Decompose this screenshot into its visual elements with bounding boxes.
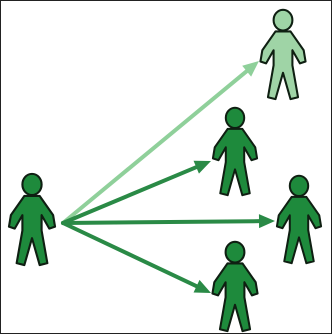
nodes	[7, 8, 323, 333]
edges	[61, 61, 275, 293]
person-icon-target-right	[275, 174, 323, 265]
arrowhead	[193, 160, 211, 174]
person-icon-target-top	[259, 8, 307, 101]
arrow-target-top	[61, 61, 259, 225]
person-icon-target-upper-middle	[211, 106, 259, 197]
person-icon-target-bottom	[211, 240, 259, 333]
arrowhead	[193, 279, 211, 293]
arrow-target-bottom	[61, 221, 211, 293]
person-icon-source	[7, 172, 57, 267]
arrowhead	[258, 214, 275, 229]
arrow-target-right	[61, 214, 275, 229]
arrowhead	[242, 61, 259, 77]
arrow-target-upper-middle	[61, 160, 211, 225]
